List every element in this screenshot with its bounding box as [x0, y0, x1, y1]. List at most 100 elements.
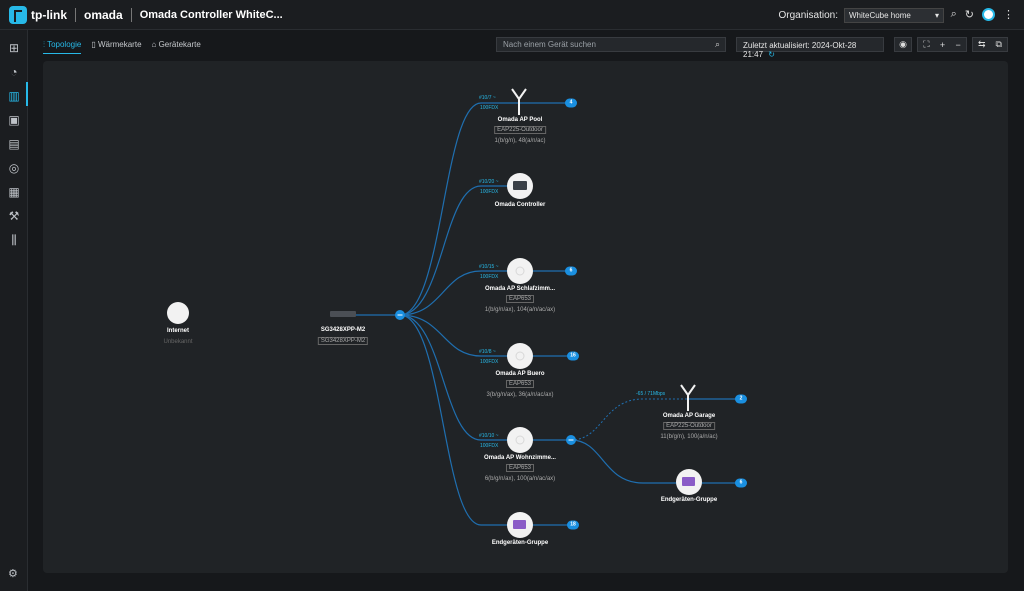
zoom-in-icon[interactable]: +	[939, 39, 946, 50]
ap-pool-label[interactable]: Omada AP Pool	[497, 117, 543, 123]
ap-garage-model: EAP225-Outdoor	[663, 422, 715, 430]
organisation-dropdown[interactable]: WhiteCube home ▾	[844, 8, 944, 23]
search-icon[interactable]: ⌕	[950, 8, 957, 20]
last-updated: Zuletzt aktualisiert: 2024-Okt-28 21:47 …	[736, 37, 884, 59]
ap-buero-info: 3(b/g/n/ax), 36(a/n/ac/ax)	[486, 392, 554, 398]
port-controller: #10/20 ~	[479, 179, 499, 185]
internet-label: Internet	[166, 328, 190, 334]
organisation-value: WhiteCube home	[849, 11, 911, 20]
export-icon[interactable]: ⧉	[995, 39, 1002, 49]
device-search-input[interactable]: Nach einem Gerät suchen ⌕	[496, 37, 726, 52]
fullscreen-icon[interactable]: ⛶	[923, 39, 930, 49]
map-tabs: ⫶ Topologie ▯ Wärmekarte ⌂ Gerätekarte	[43, 40, 201, 54]
ap-pool-info: 1(b/g/n), 48(a/n/ac)	[494, 138, 546, 144]
ap-outdoor-icon	[511, 88, 527, 115]
page-title: Omada Controller WhiteC...	[139, 8, 283, 21]
speed-ap-wohn: 100FDX	[480, 443, 499, 449]
ap-ceiling-icon	[507, 258, 533, 284]
active-indicator	[26, 82, 28, 106]
port-ap-buero: #10/8 ~	[479, 349, 496, 355]
controller-label[interactable]: Omada Controller	[494, 202, 546, 208]
tools-icon[interactable]: ⚒	[8, 209, 20, 223]
divider	[130, 7, 132, 22]
reports-icon[interactable]: ⫼	[11, 233, 17, 247]
port-ap-pool: #10/7 ~	[479, 95, 496, 101]
settings-icon[interactable]: ⚙	[8, 568, 18, 580]
search-icon[interactable]: ⌕	[714, 39, 720, 49]
internet-icon	[167, 302, 189, 324]
client-count-badge[interactable]: 2	[735, 394, 747, 404]
tab-geraetekarte[interactable]: ⌂ Gerätekarte	[151, 40, 201, 49]
ap-outdoor-icon	[680, 384, 696, 411]
avatar[interactable]	[982, 8, 995, 21]
sidebar: ⊞ ◔ ▥ ▣ ▤ ◎ ▦ ⚒ ⫼	[0, 30, 28, 591]
ap-schlaf-model: EAP653	[505, 295, 535, 303]
insights-icon[interactable]: ◎	[8, 161, 20, 175]
logo[interactable]: tp-link omada Omada Controller WhiteC...	[9, 5, 283, 24]
top-bar: tp-link omada Omada Controller WhiteC...…	[0, 0, 1024, 30]
clients-icon[interactable]: ▤	[8, 137, 20, 151]
legend-icon: ◉	[899, 39, 907, 49]
client-count-badge[interactable]: 18	[567, 520, 579, 530]
brand-tplink: tp-link	[31, 7, 67, 22]
logs-icon[interactable]: ▦	[8, 185, 20, 199]
link-ap-schlaf	[399, 270, 568, 316]
ap-ceiling-icon	[507, 343, 533, 369]
internet-status: Unbekannt	[163, 339, 193, 345]
statistics-icon[interactable]: ◔	[10, 65, 18, 79]
divider	[75, 7, 76, 22]
link-controller	[399, 185, 520, 316]
tab-topologie[interactable]: ⫶ Topologie	[43, 40, 82, 54]
signal-ap-garage: -65 / 71Mbps	[636, 391, 666, 397]
client-count-badge[interactable]: 6	[735, 478, 747, 488]
link-group1	[570, 439, 741, 484]
client-group-label[interactable]: Endgeräten-Gruppe	[660, 497, 718, 503]
ap-schlaf-info: 1(b/g/n/ax), 104(a/n/ac/ax)	[484, 307, 556, 313]
speed-ap-schlaf: 100FDX	[480, 274, 499, 280]
map-icon[interactable]: ▥	[8, 89, 20, 103]
speed-ap-buero: 100FDX	[480, 359, 499, 365]
organisation-selector: Organisation: WhiteCube home ▾	[779, 8, 944, 23]
organisation-label: Organisation:	[778, 10, 838, 21]
link-wireless-garage	[570, 398, 688, 441]
ap-wohn-info: 6(b/g/n/ax), 100(a/n/ac/ax)	[484, 476, 556, 482]
topology-canvas[interactable]: Internet Unbekannt SG3428XPP-M2 SG3428XP…	[43, 61, 1008, 573]
chevron-down-icon: ▾	[934, 11, 939, 20]
legend-button[interactable]: ◉	[894, 37, 912, 52]
ap-wohn-model: EAP653	[505, 464, 535, 472]
speed-controller: 100FDX	[480, 189, 499, 195]
client-count-badge[interactable]: 6	[565, 266, 577, 276]
ap-garage-label[interactable]: Omada AP Garage	[662, 413, 716, 419]
devices-icon[interactable]: ▣	[8, 113, 20, 127]
switch-label[interactable]: SG3428XPP-M2	[320, 327, 366, 333]
view-controls: ⇆ ⧉	[972, 37, 1008, 52]
zoom-controls: ⛶ + −	[917, 37, 967, 52]
speed-ap-pool: 100FDX	[480, 105, 499, 111]
refresh-icon[interactable]: ↻	[768, 50, 775, 59]
ap-buero-label[interactable]: Omada AP Buero	[495, 371, 545, 377]
ap-schlaf-label[interactable]: Omada AP Schlafzimm...	[484, 286, 556, 292]
switch-model: SG3428XPP-M2	[317, 337, 369, 345]
client-count-badge[interactable]: 16	[567, 351, 579, 361]
client-count-badge[interactable]: 4	[565, 98, 577, 108]
refresh-icon[interactable]: ↻	[964, 9, 974, 21]
brand-omada: omada	[84, 7, 123, 22]
last-updated-text: Zuletzt aktualisiert: 2024-Okt-28 21:47	[743, 41, 857, 59]
client-group-label[interactable]: Endgeräten-Gruppe	[491, 540, 549, 546]
ap-wohn-label[interactable]: Omada AP Wohnzimme...	[484, 455, 556, 461]
ap-buero-model: EAP653	[505, 380, 535, 388]
port-ap-schlaf: #10/15 ~	[479, 264, 499, 270]
tab-waermekarte[interactable]: ▯ Wärmekarte	[91, 40, 142, 49]
dashboard-icon[interactable]: ⊞	[8, 41, 20, 55]
switch-icon	[330, 311, 356, 317]
link-group2	[399, 314, 573, 526]
zoom-out-icon[interactable]: −	[955, 39, 961, 50]
link-ap-pool	[399, 102, 573, 316]
port-ap-wohn: #10/10 ~	[479, 433, 499, 439]
top-actions: ⌕ ↻ ⋮	[951, 8, 1014, 21]
more-icon[interactable]: ⋮	[1003, 9, 1014, 21]
swap-icon[interactable]: ⇆	[978, 39, 986, 49]
topology-links	[167, 88, 741, 538]
ap-garage-info: 11(b/g/n), 100(a/n/ac)	[660, 434, 718, 440]
ap-ceiling-icon	[507, 427, 533, 453]
